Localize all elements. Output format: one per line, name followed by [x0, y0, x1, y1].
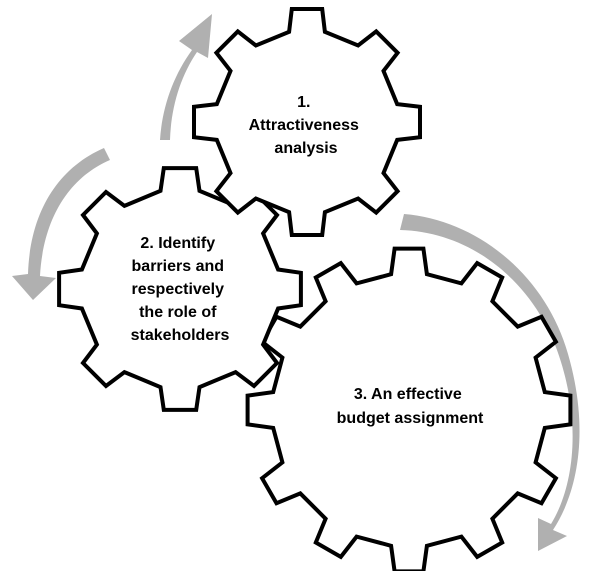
gears	[57, 7, 573, 571]
step-2-line-5: stakeholders	[131, 327, 230, 344]
arrow-top-left-up	[160, 14, 212, 140]
step-3-label: 3. An effective budget assignment	[337, 386, 484, 427]
step-1-label: 1. Attractiveness analysis	[249, 94, 364, 157]
step-2-line-3: respectively	[132, 281, 225, 298]
cycle-arrows	[12, 14, 580, 551]
step-1-line-2: Attractiveness	[249, 117, 359, 134]
step-2-line-2: barriers and	[132, 258, 224, 275]
step-1-line-1: 1.	[297, 94, 310, 111]
step-2-line-4: the role of	[139, 304, 217, 321]
arrow-left-down	[12, 148, 110, 300]
gear-1	[192, 7, 422, 237]
gear-3	[245, 246, 573, 571]
step-2-label: 2. Identify barriers and respectively th…	[131, 235, 230, 344]
arrow-right-down	[400, 214, 580, 551]
step-3-line-2: budget assignment	[337, 410, 484, 427]
step-1-line-3: analysis	[274, 140, 337, 157]
step-3-line-1: 3. An effective	[354, 386, 462, 403]
step-2-line-1: 2. Identify	[140, 235, 215, 252]
